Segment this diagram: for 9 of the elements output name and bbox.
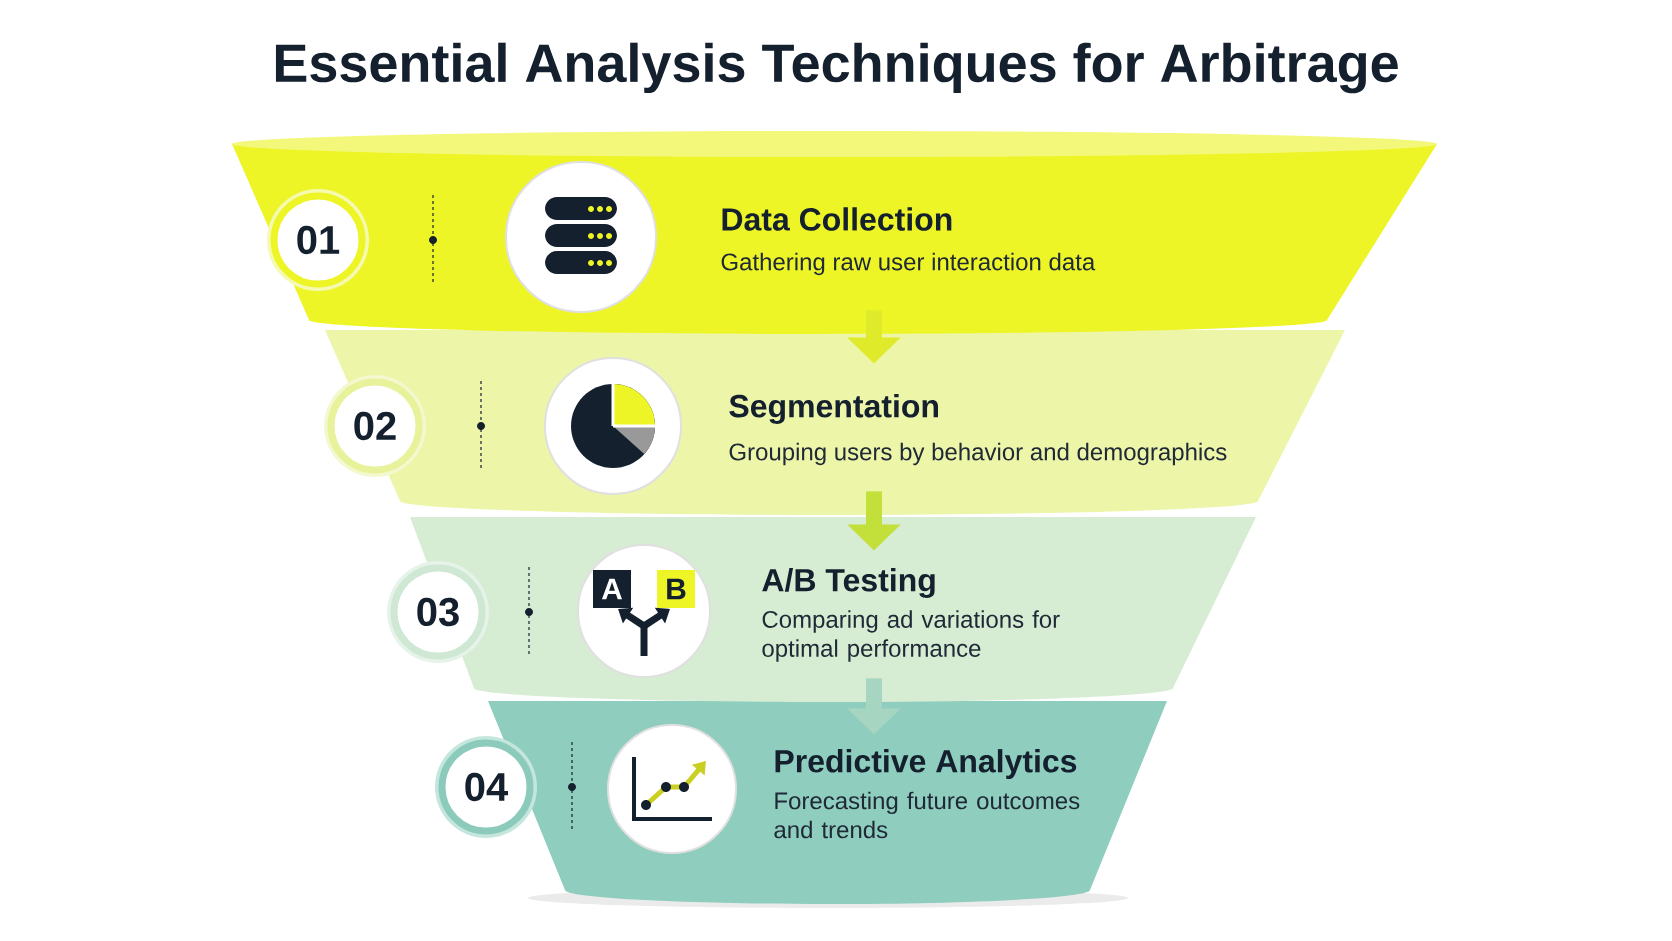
heading: Segmentation xyxy=(729,394,938,424)
letter-tile: B xyxy=(657,570,695,608)
description: Grouping users by behavior and demographics xyxy=(729,442,1227,466)
description: Comparing ad variations for optimal performance xyxy=(762,610,1060,662)
title: Essential Analysis Techniques for Arbitrage xyxy=(275,42,1398,94)
description: Forecasting future outcomes and trends xyxy=(774,791,1080,839)
heading: Predictive Analytics xyxy=(775,749,1077,779)
letter-tile: A xyxy=(593,570,631,608)
heading: A/B Testing xyxy=(762,568,935,598)
